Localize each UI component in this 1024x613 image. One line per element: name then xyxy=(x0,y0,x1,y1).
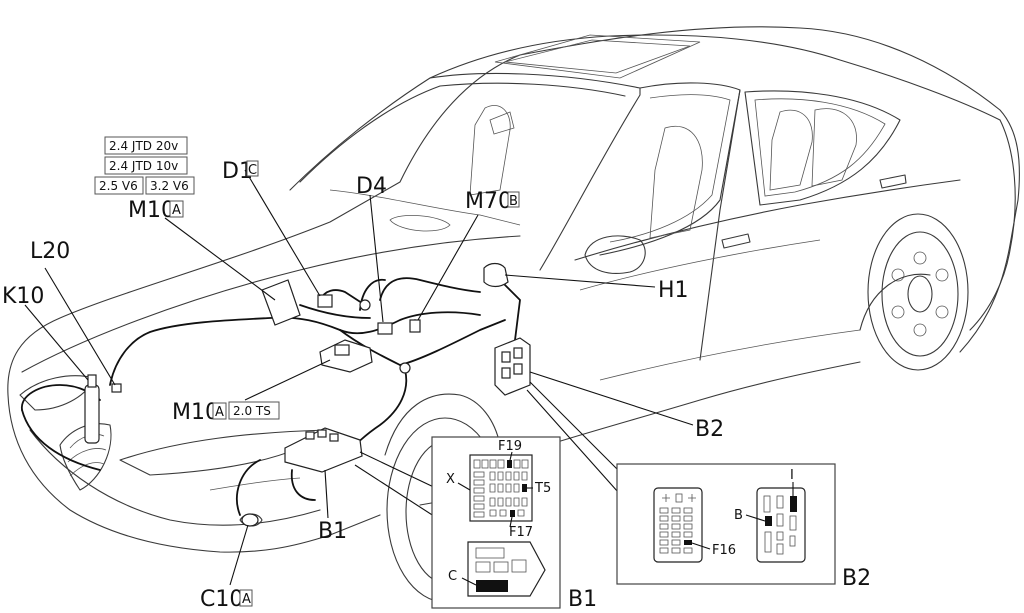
inset-b2-f16: F16 xyxy=(712,543,736,558)
l20-component xyxy=(111,383,122,393)
label-b2: B2 xyxy=(695,417,724,442)
k10-component xyxy=(84,384,100,444)
engine-tag-3b: 3.2 V6 xyxy=(150,179,189,193)
b1-fusebox xyxy=(284,427,363,473)
label-d4: D4 xyxy=(356,174,387,199)
inset-b1-c: C xyxy=(448,569,457,584)
inset-b1-f17: F17 xyxy=(509,525,533,540)
inset-b1-f19: F19 xyxy=(498,439,522,454)
leader-lines xyxy=(24,169,694,586)
inset-b2-title: B2 xyxy=(842,566,871,591)
inset-b2-i: I xyxy=(790,468,794,483)
inset-b1-t5: T5 xyxy=(534,481,551,496)
label-m70: M70 xyxy=(465,189,512,214)
label-m10-bottom-suffix: A xyxy=(215,405,224,420)
inset-b2-b: B xyxy=(734,508,743,523)
label-c10: C10 xyxy=(200,587,243,612)
components xyxy=(84,262,531,527)
engine-tag-3a: 2.5 V6 xyxy=(99,179,138,193)
engine-tag-1: 2.4 JTD 20v xyxy=(109,139,178,153)
inset-b1-x: X xyxy=(446,472,455,487)
car-body xyxy=(7,26,1020,603)
engine-tag-m10: 2.0 TS xyxy=(233,404,271,418)
inset-b1-title: B1 xyxy=(568,587,597,612)
label-h1: H1 xyxy=(658,278,689,303)
label-m10-top-suffix: A xyxy=(172,203,181,218)
d4-component xyxy=(377,322,393,335)
engine-tag-group: 2.4 JTD 20v 2.4 JTD 10v 2.5 V6 3.2 V6 2.… xyxy=(94,136,280,420)
c10-component xyxy=(241,513,259,527)
label-m70-suffix: B xyxy=(509,194,518,209)
m10-top-component xyxy=(261,279,301,326)
label-k10: K10 xyxy=(2,284,44,309)
inset-b1: F19 X T5 F17 C B1 xyxy=(431,436,597,612)
d1-component xyxy=(317,294,333,308)
label-c10-suffix: A xyxy=(242,592,251,607)
label-l20: L20 xyxy=(30,239,70,264)
label-d1-suffix: C xyxy=(248,163,257,178)
m70-component xyxy=(409,319,421,333)
label-m10-bottom: M10 xyxy=(172,400,219,425)
inset-b2: I B F16 B2 xyxy=(616,463,871,591)
m10-bottom-component xyxy=(319,339,373,373)
b2-fuse-panel-left xyxy=(653,487,703,563)
h1-component xyxy=(483,262,509,288)
engine-tag-2: 2.4 JTD 10v xyxy=(109,159,178,173)
b2-fusebox xyxy=(494,337,531,396)
callout-labels: D1 C D4 M70 B M10 A L20 K10 H1 B2 M10 A … xyxy=(2,159,724,612)
label-m10-top: M10 xyxy=(128,198,175,223)
label-b1: B1 xyxy=(318,519,347,544)
